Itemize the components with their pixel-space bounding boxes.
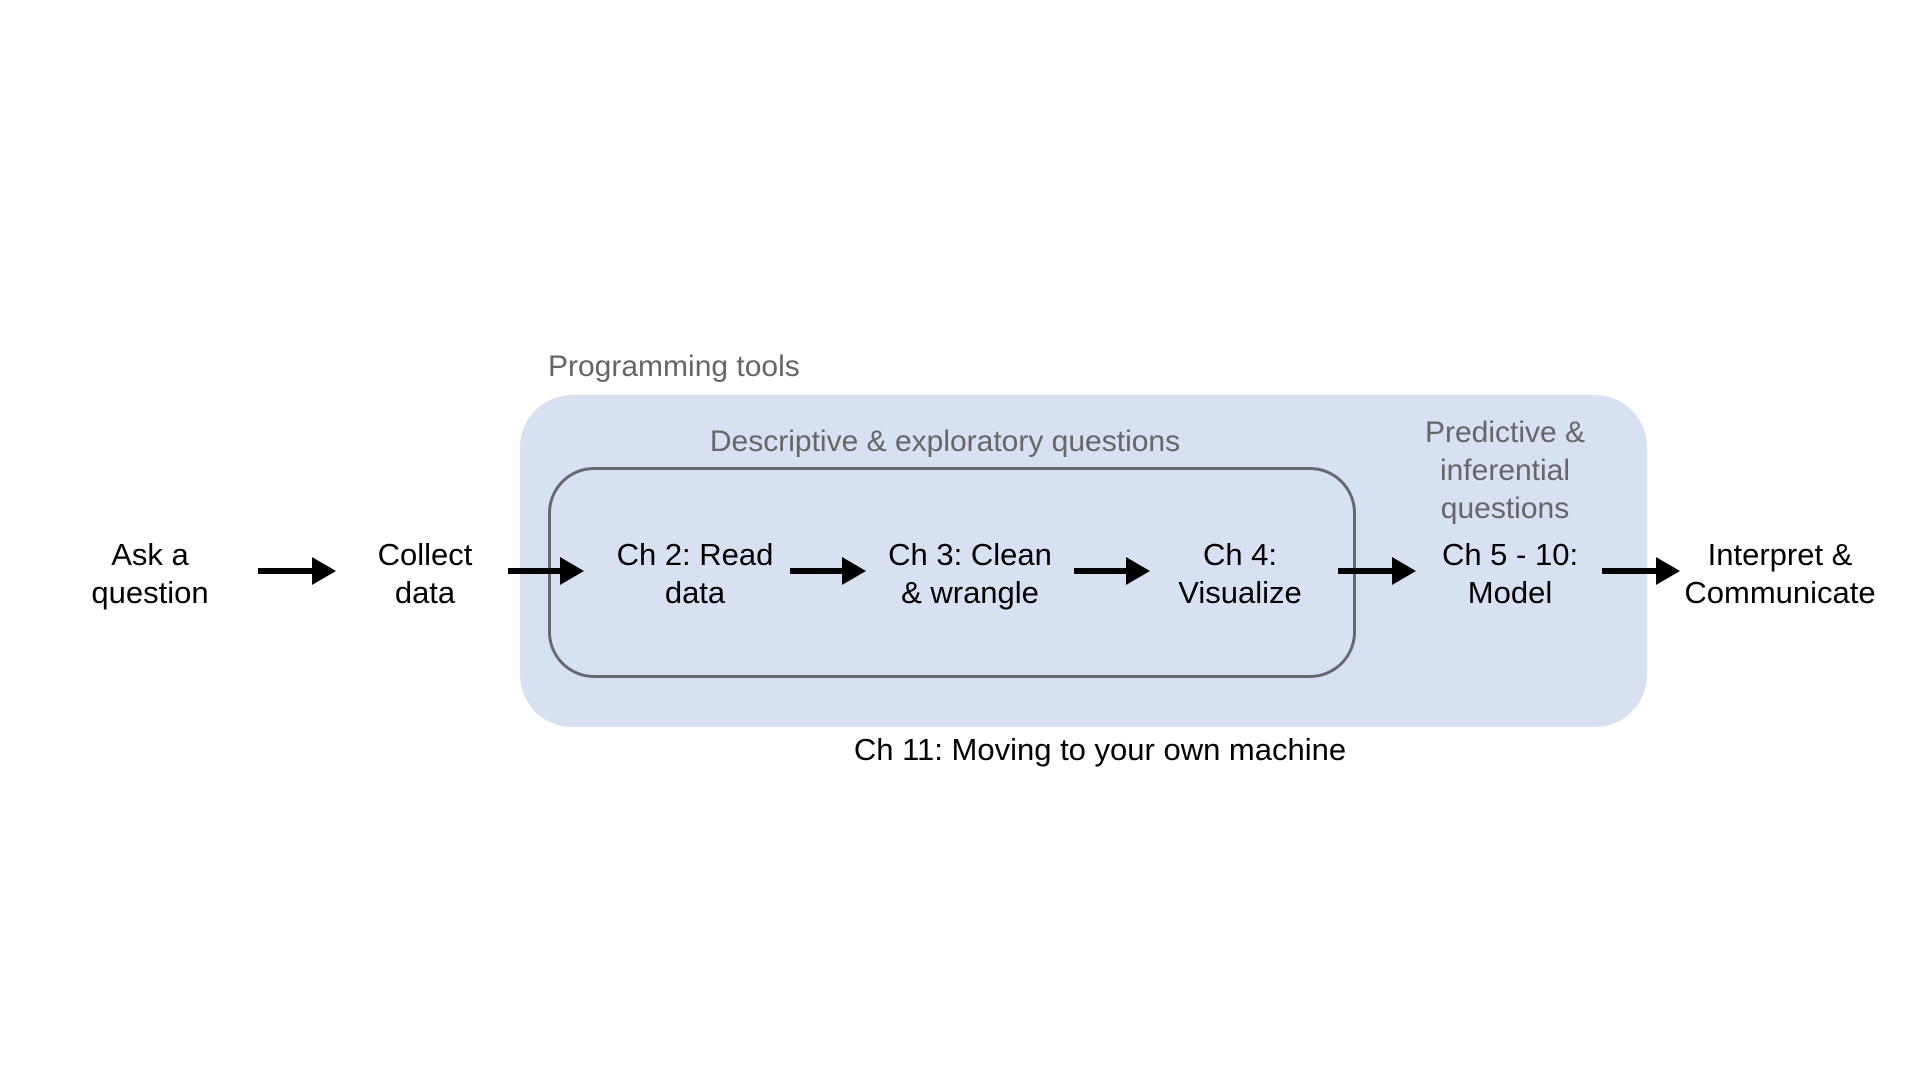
step-visualize: Ch 4: Visualize xyxy=(1178,537,1302,610)
step-clean-wrangle: Ch 3: Clean & wrangle xyxy=(888,537,1052,610)
step-read-data: Ch 2: Read data xyxy=(616,537,774,610)
ch11-label: Ch 11: Moving to your own machine xyxy=(853,732,1347,767)
arrow-visualize-to-model-icon xyxy=(1338,557,1416,585)
step-collect-data: Collect data xyxy=(377,537,473,610)
programming-tools-label: Programming tools xyxy=(548,350,800,383)
step-model: Ch 5 - 10: Model xyxy=(1441,537,1579,610)
programming-tools-box xyxy=(520,395,1647,727)
arrow-ask-to-collect-icon xyxy=(258,557,336,585)
descriptive-questions-label: Descriptive & exploratory questions xyxy=(709,425,1181,458)
arrow-model-to-interpret-icon xyxy=(1602,557,1680,585)
step-interpret-communicate: Interpret & Communicate xyxy=(1684,537,1876,610)
arrow-collect-to-read-icon xyxy=(508,557,584,585)
arrow-read-to-clean-icon xyxy=(790,557,866,585)
predictive-questions-label: Predictive & inferential questions xyxy=(1424,416,1586,525)
step-ask-question: Ask a question xyxy=(91,537,209,610)
arrow-clean-to-visualize-icon xyxy=(1074,557,1150,585)
